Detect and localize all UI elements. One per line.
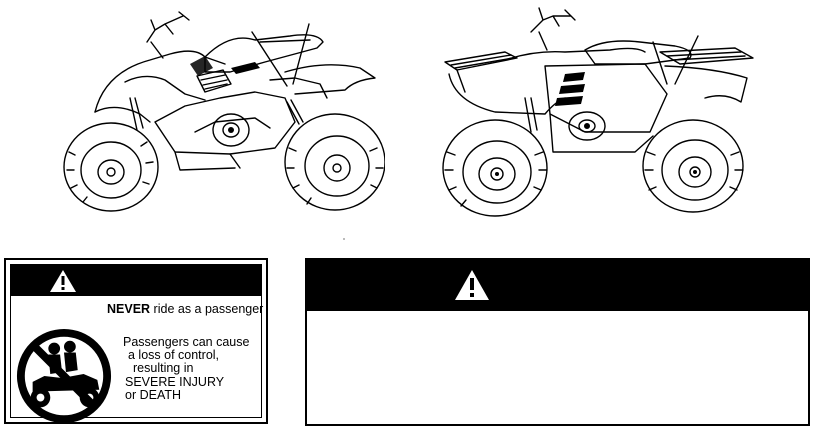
decal-inner-border: NEVER ride as a passenger Passengers can… bbox=[10, 264, 264, 424]
decal-header-bar bbox=[11, 265, 261, 296]
blank-warning-decal bbox=[305, 258, 810, 426]
warning-line-5: or DEATH bbox=[125, 387, 182, 402]
warning-line-3: resulting in bbox=[133, 361, 194, 376]
no-passenger-icon bbox=[16, 328, 112, 424]
warning-triangle-icon bbox=[455, 270, 489, 300]
passenger-warning-text: Passengers can cause a loss of control, … bbox=[123, 335, 250, 402]
decal-header-bar bbox=[307, 260, 808, 311]
warning-line-2: a loss of control, bbox=[128, 348, 220, 363]
never-ride-heading: NEVER ride as a passenger bbox=[107, 302, 264, 316]
utility-atv-illustration bbox=[442, 7, 754, 217]
sport-atv-illustration bbox=[63, 11, 385, 212]
scan-speck bbox=[343, 238, 345, 240]
passenger-warning-decal: NEVER ride as a passenger Passengers can… bbox=[4, 258, 268, 424]
warning-line-4: SEVERE INJURY bbox=[125, 374, 225, 389]
warning-line-1: Passengers can cause bbox=[123, 335, 250, 349]
warning-triangle-icon bbox=[50, 270, 76, 292]
